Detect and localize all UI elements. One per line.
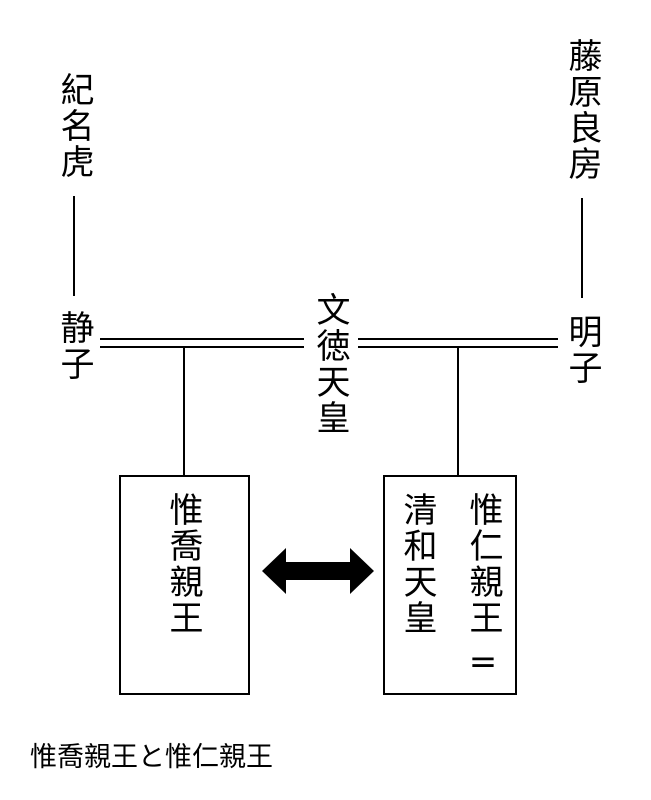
emperor-montoku-name: 文徳天皇 — [310, 292, 350, 436]
prince-koretaka-box — [119, 475, 250, 695]
marriage-line-right-top — [358, 338, 558, 340]
ki-no-natora-name: 紀名虎 — [54, 72, 94, 180]
descent-line-koretaka — [183, 347, 185, 476]
shizuko-name: 静子 — [54, 310, 94, 382]
prince-korehito-box — [383, 475, 517, 695]
prince-korehito-name: 惟仁親王 — [463, 492, 503, 636]
diagram-caption: 惟喬親王と惟仁親王 — [30, 742, 273, 773]
fujiwara-no-yoshifusa-name: 藤原良房 — [562, 38, 602, 182]
rivalry-arrow-icon — [262, 548, 374, 594]
prince-korehito-equals-mark: = — [463, 642, 503, 684]
akirakeiko-name: 明子 — [562, 314, 602, 386]
marriage-line-left-top — [100, 338, 304, 340]
prince-koretaka-name: 惟喬親王 — [163, 492, 203, 636]
emperor-seiwa-name: 清和天皇 — [397, 492, 437, 636]
yoshifusa-to-akirakeiko-line — [581, 198, 583, 298]
natora-to-shizuko-line — [73, 196, 75, 296]
descent-line-korehito — [457, 347, 459, 476]
marriage-line-left-bottom — [100, 346, 304, 348]
